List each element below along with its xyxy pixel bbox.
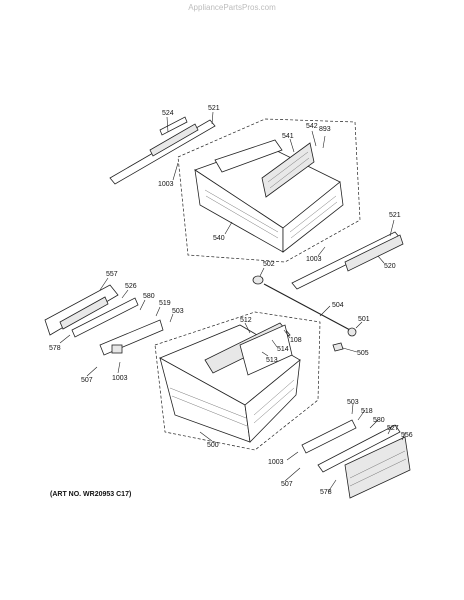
callout-507-right: 507 [281,481,293,488]
callout-518: 518 [361,408,373,415]
callout-526: 526 [125,283,137,290]
damper-part [252,275,264,285]
callout-labels: 524 521 542 893 541 1003 540 521 1003 52… [49,105,413,496]
callout-108: 108 [290,337,302,344]
art-number-label: (ART NO. WR20953 C17) [50,491,131,498]
callout-557: 557 [106,271,118,278]
clip-part [332,342,344,352]
callout-502: 502 [263,261,275,268]
callout-578-right: 578 [320,489,332,496]
callout-513: 513 [266,357,278,364]
link-rod [263,283,351,331]
callout-524: 524 [162,110,174,117]
upper-divider [261,142,315,198]
lower-drawer-enclosure [154,311,321,451]
watermark-text: AppliancePartsPros.com [188,3,276,12]
upper-right-rail [291,231,404,290]
callout-540: 540 [213,235,225,242]
callout-521-upper-left: 521 [208,105,220,112]
upper-left-rail [109,116,216,185]
callout-503-left: 503 [172,308,184,315]
callout-500: 500 [207,442,219,449]
lower-left-rail [71,297,164,356]
callout-556: 556 [401,432,413,439]
callout-520: 520 [384,263,396,270]
callout-580-left: 580 [143,293,155,300]
callout-578-left: 578 [49,345,61,352]
lower-right-rail [301,419,411,499]
callout-501: 501 [358,316,370,323]
callout-504: 504 [332,302,344,309]
lower-divider [204,322,293,376]
callout-542: 542 [306,123,318,130]
upper-drawer-enclosure [177,118,361,263]
callout-580-right: 580 [373,417,385,424]
callout-527: 527 [387,425,399,432]
callout-1003-upper: 1003 [158,181,174,188]
rod-end-part [347,327,357,337]
callout-1003-lower-left: 1003 [112,375,128,382]
lower-left-rail-cover [44,284,119,336]
callout-1003-lower-right: 1003 [268,459,284,466]
callout-541: 541 [282,133,294,140]
callout-521-upper-right: 521 [389,212,401,219]
callout-512: 512 [240,317,252,324]
callout-519: 519 [159,300,171,307]
callout-503-right: 503 [347,399,359,406]
callout-505: 505 [357,350,369,357]
leader-lines [59,111,406,493]
callout-893: 893 [319,126,331,133]
callout-507-left: 507 [81,377,93,384]
callout-514: 514 [277,346,289,353]
callout-1003-right: 1003 [306,256,322,263]
